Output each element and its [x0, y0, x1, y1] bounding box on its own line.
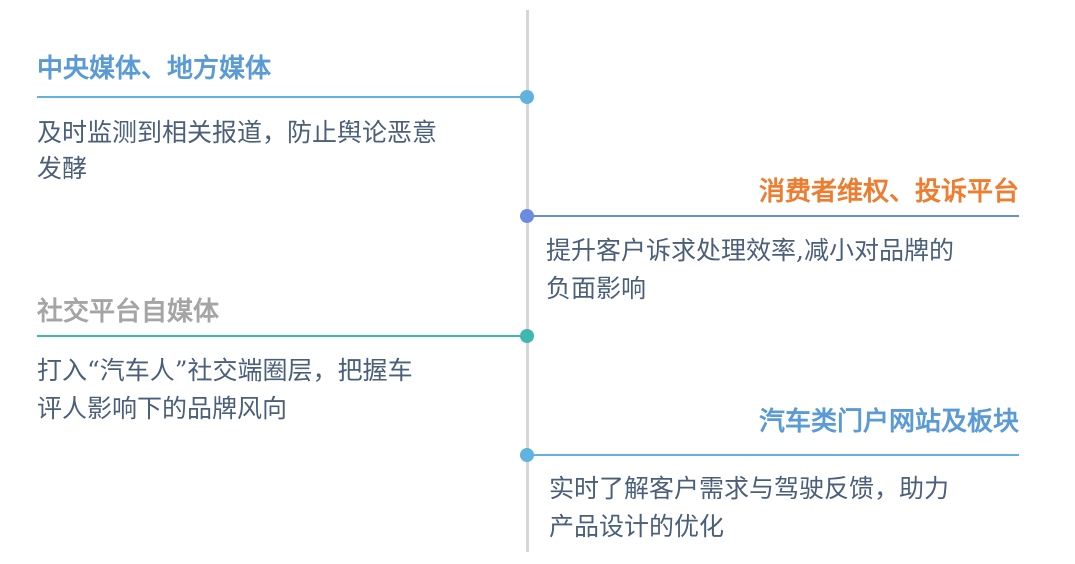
timeline-node	[520, 329, 534, 343]
item-desc-line: 提升客户诉求处理效率,减小对品牌的	[546, 236, 954, 265]
timeline-node	[520, 448, 534, 462]
item-rule	[37, 96, 527, 98]
item-desc-line: 产品设计的优化	[549, 512, 725, 541]
timeline-axis	[526, 10, 529, 552]
item-desc-line: 及时监测到相关报道，防止舆论恶意	[37, 118, 438, 147]
item-desc-line: 发酵	[37, 154, 88, 183]
timeline-node	[520, 90, 534, 104]
item-desc-line: 实时了解客户需求与驾驶反馈，助力	[549, 474, 950, 503]
item-desc-line: 评人影响下的品牌风向	[37, 394, 288, 423]
item-rule	[528, 454, 1019, 456]
item-desc-line: 负面影响	[546, 274, 647, 303]
item-rule	[528, 215, 1019, 217]
item-title-social-media: 社交平台自媒体	[37, 297, 220, 327]
item-title-central-media: 中央媒体、地方媒体	[37, 54, 272, 84]
item-title-auto-portal: 汽车类门户网站及板块	[758, 407, 1019, 437]
item-title-consumer-platform: 消费者维权、投诉平台	[758, 177, 1019, 207]
timeline-node	[520, 209, 534, 223]
item-desc-line: 打入“汽车人”社交端圈层，把握车	[37, 356, 413, 385]
item-rule	[37, 335, 527, 337]
